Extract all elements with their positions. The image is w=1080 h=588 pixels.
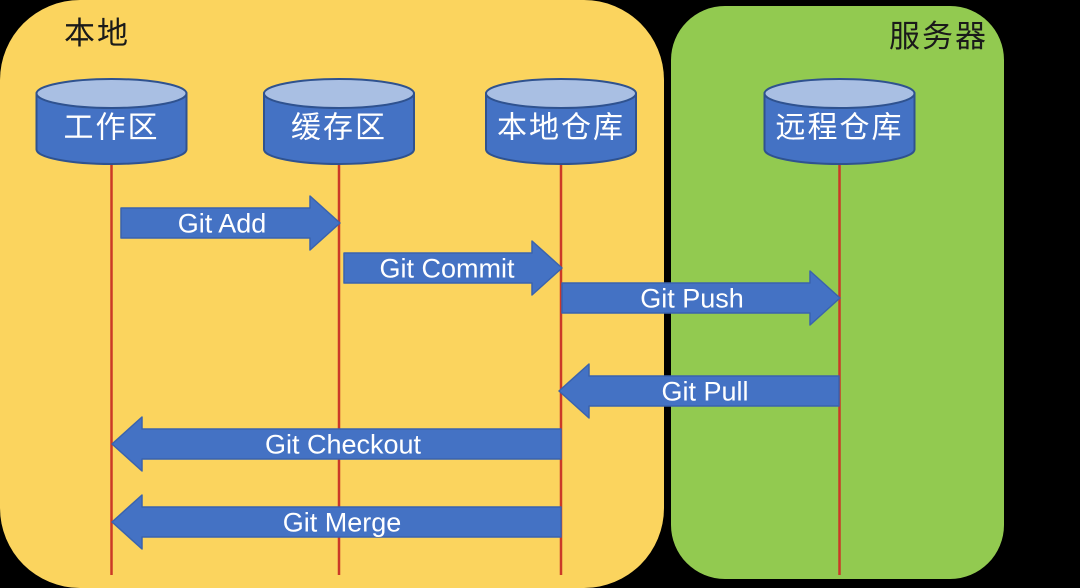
server-region-title: 服务器 [889, 19, 988, 54]
arrow-git-merge: Git Merge [111, 494, 562, 550]
node-label: 缓存区 [291, 112, 387, 145]
node-label: 本地仓库 [497, 112, 625, 145]
cylinder-shape [35, 92, 188, 165]
arrow-label: Git Push [640, 283, 744, 313]
arrow-label: Git Commit [380, 253, 515, 283]
arrow-shape [343, 240, 563, 296]
arrow-shape [111, 416, 562, 472]
arrow-label: Git Checkout [265, 429, 422, 459]
node-remote-repo: 远程仓库 [763, 78, 916, 165]
cylinder-shape [485, 92, 637, 165]
arrow-label: Git Pull [661, 376, 748, 406]
cylinder-top [485, 78, 637, 109]
node-label: 远程仓库 [776, 112, 904, 145]
node-staging-area: 缓存区 [263, 78, 415, 165]
cylinder-shape [263, 92, 415, 165]
node-label: 工作区 [64, 112, 160, 145]
arrow-shape [111, 494, 562, 550]
arrow-git-checkout: Git Checkout [111, 416, 562, 472]
arrow-git-pull: Git Pull [558, 363, 840, 419]
cylinder-shape [763, 92, 916, 165]
local-region-title: 本地 [64, 16, 130, 51]
node-working-area: 工作区 [35, 78, 188, 165]
arrow-git-add: Git Add [120, 195, 341, 251]
node-local-repo: 本地仓库 [485, 78, 637, 165]
arrow-label: Git Add [178, 208, 267, 238]
arrow-git-push: Git Push [561, 270, 841, 326]
arrow-shape [561, 270, 841, 326]
arrow-shape [558, 363, 840, 419]
arrow-git-commit: Git Commit [343, 240, 563, 296]
arrow-shape [120, 195, 341, 251]
arrow-label: Git Merge [283, 507, 402, 537]
cylinder-top [763, 78, 916, 109]
cylinder-top [35, 78, 188, 109]
cylinder-top [263, 78, 415, 109]
